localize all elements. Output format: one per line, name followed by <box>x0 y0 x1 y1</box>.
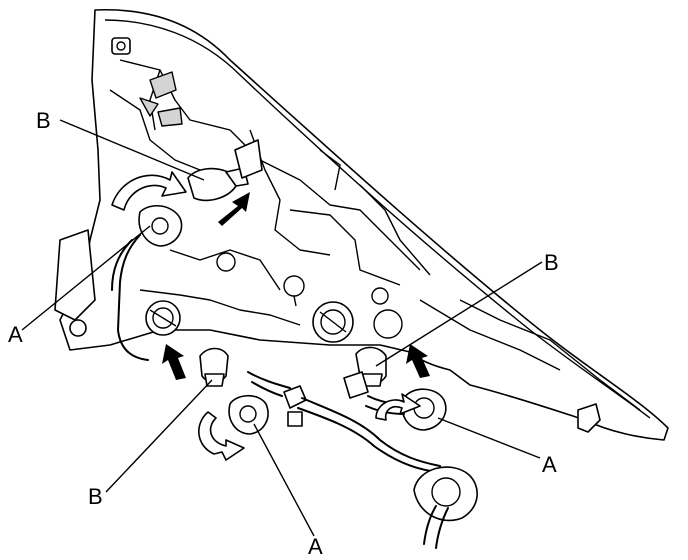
lower-right-bulb <box>343 346 387 399</box>
lower-left-bulb <box>199 347 229 387</box>
leader-b-bottom-left <box>105 379 213 493</box>
rotate-arrow-lower-right <box>375 393 421 421</box>
label-a-bottom: A <box>308 534 323 559</box>
rotate-arrow-lower-left <box>198 411 245 461</box>
upper-bulb-assembly <box>111 139 263 361</box>
label-b-right: B <box>544 250 559 275</box>
label-b-top-left: B <box>36 108 51 133</box>
leader-a-bottom <box>253 423 315 537</box>
tail-light-housing <box>54 8 669 441</box>
label-a-left: A <box>8 322 23 347</box>
leader-a-right <box>437 417 541 459</box>
rotate-arrow-upper <box>111 171 187 211</box>
label-a-right: A <box>542 452 557 477</box>
push-arrow-upper <box>218 192 250 226</box>
leader-b-right <box>375 261 543 367</box>
push-arrow-lower-left <box>162 344 186 380</box>
leader-a-left <box>21 225 151 331</box>
detached-socket <box>413 466 478 549</box>
push-arrow-lower-right <box>406 344 430 378</box>
lower-left-socket-harness <box>228 371 441 473</box>
leader-b-top-left <box>59 119 205 181</box>
right-lower-socket <box>283 275 403 343</box>
left-lower-socket <box>145 300 181 336</box>
label-b-bottom-left: B <box>88 484 103 509</box>
